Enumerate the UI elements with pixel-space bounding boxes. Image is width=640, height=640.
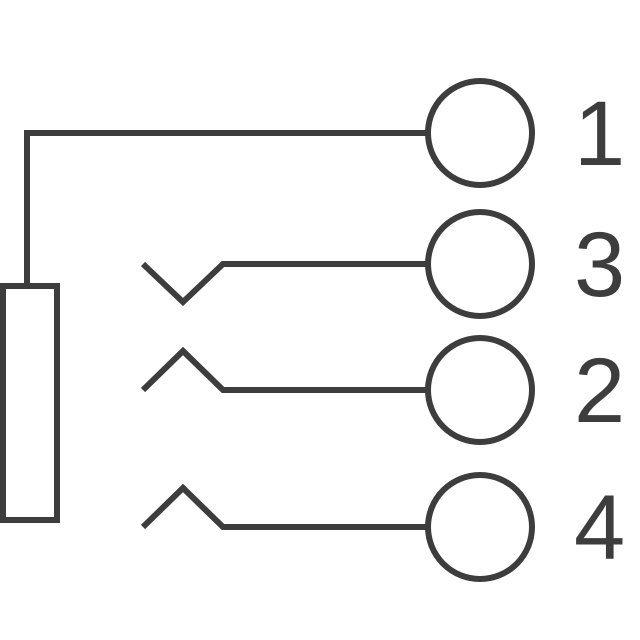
pin-3-label: 3 bbox=[574, 214, 625, 316]
pin-2-label: 2 bbox=[574, 340, 625, 442]
pin-4-contact bbox=[140, 483, 428, 530]
pin-1-label: 1 bbox=[574, 83, 625, 185]
pin-3-terminal bbox=[425, 209, 535, 319]
pin-4-label: 4 bbox=[574, 477, 625, 579]
plug-body bbox=[0, 283, 60, 523]
pin-1-wire bbox=[24, 130, 428, 286]
pin-1-terminal bbox=[425, 78, 535, 188]
pin-4-terminal bbox=[425, 472, 535, 582]
pin-3-contact bbox=[140, 261, 428, 307]
pin-2-terminal bbox=[425, 335, 535, 445]
pin-2-contact bbox=[140, 346, 428, 393]
